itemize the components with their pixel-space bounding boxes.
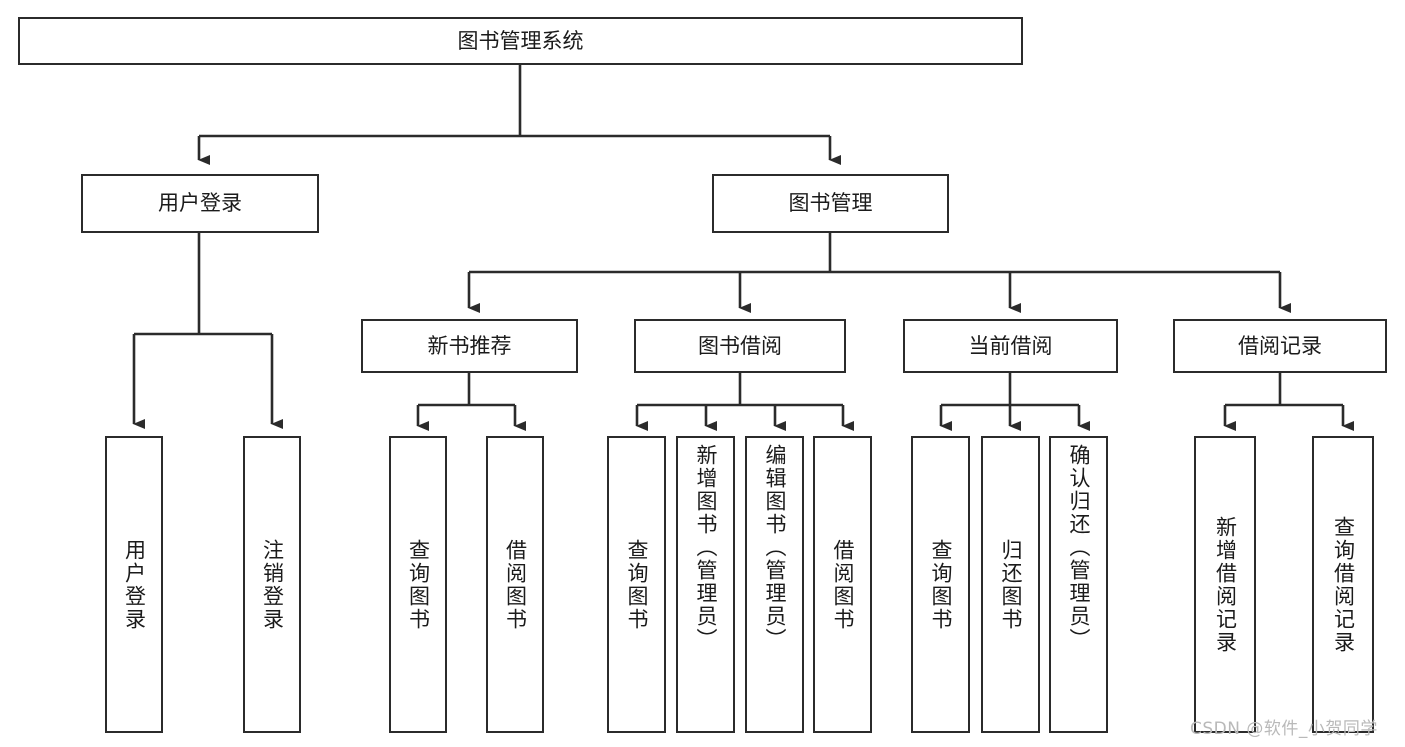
node-leaf-confirm-return-admin[interactable]: 确认归还（管理员）	[1049, 436, 1108, 733]
node-label: 图书管理	[788, 191, 873, 216]
node-label: 新增借阅记录	[1213, 515, 1238, 654]
node-label: 图书借阅	[698, 333, 782, 358]
edge-book-borrow-to-leaves	[635, 373, 854, 431]
node-leaf-query-borrow-record[interactable]: 查询借阅记录	[1312, 436, 1374, 733]
node-leaf-logout[interactable]: 注销登录	[243, 436, 301, 733]
edge-user-login-to-leaves	[132, 233, 283, 429]
node-leaf-return-book[interactable]: 归还图书	[981, 436, 1040, 733]
node-user-login[interactable]: 用户登录	[81, 174, 319, 233]
node-label: 查询图书	[406, 538, 431, 631]
node-label: 查询借阅记录	[1331, 515, 1356, 654]
node-label: 查询图书	[929, 538, 953, 631]
edge-root-to-level2	[197, 65, 841, 165]
node-label: 新增图书（管理员）	[694, 444, 718, 651]
node-leaf-query-book-borrow[interactable]: 查询图书	[607, 436, 666, 733]
node-label: 用户登录	[158, 191, 242, 216]
node-label: 归还图书	[999, 538, 1023, 631]
node-new-book-recommend[interactable]: 新书推荐	[361, 319, 578, 373]
node-label: 借阅图书	[831, 538, 855, 631]
node-label: 查询图书	[625, 538, 649, 631]
node-leaf-edit-book-admin[interactable]: 编辑图书（管理员）	[745, 436, 804, 733]
node-label: 编辑图书（管理员）	[763, 444, 787, 651]
node-label: 图书管理系统	[457, 28, 584, 53]
node-label: 借阅图书	[503, 538, 528, 631]
node-leaf-add-borrow-record[interactable]: 新增借阅记录	[1194, 436, 1256, 733]
node-leaf-query-book-recommend[interactable]: 查询图书	[389, 436, 447, 733]
edge-new-book-to-leaves	[416, 373, 526, 431]
node-label: 注销登录	[260, 538, 285, 631]
node-leaf-borrow-book-recommend[interactable]: 借阅图书	[486, 436, 544, 733]
node-leaf-query-book-current[interactable]: 查询图书	[911, 436, 970, 733]
node-leaf-add-book-admin[interactable]: 新增图书（管理员）	[676, 436, 735, 733]
node-label: 用户登录	[122, 538, 147, 631]
node-book-borrow[interactable]: 图书借阅	[634, 319, 846, 373]
node-book-management[interactable]: 图书管理	[712, 174, 949, 233]
node-label: 确认归还（管理员）	[1067, 444, 1091, 651]
edge-current-borrow-to-leaves	[939, 373, 1090, 431]
node-label: 借阅记录	[1238, 333, 1322, 358]
node-borrow-record[interactable]: 借阅记录	[1173, 319, 1387, 373]
node-current-borrow[interactable]: 当前借阅	[903, 319, 1118, 373]
node-label: 当前借阅	[968, 333, 1053, 358]
edge-borrow-record-to-leaves	[1223, 373, 1354, 431]
node-label: 新书推荐	[427, 333, 512, 358]
edge-book-mgmt-to-level3	[467, 233, 1291, 313]
node-leaf-borrow-book[interactable]: 借阅图书	[813, 436, 872, 733]
node-root-book-management-system[interactable]: 图书管理系统	[18, 17, 1023, 65]
node-leaf-user-login[interactable]: 用户登录	[105, 436, 163, 733]
csdn-watermark: CSDN @软件_小贺同学	[1190, 719, 1378, 739]
